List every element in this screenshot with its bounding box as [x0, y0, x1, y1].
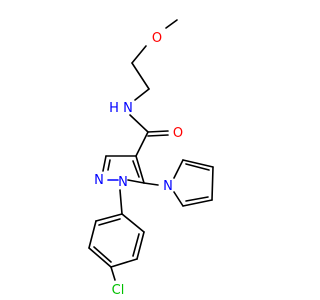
chlorine-label: Cl: [112, 283, 125, 298]
bond-ph-c4-c5: [110, 258, 138, 268]
bond-c3-n2: [102, 155, 107, 172]
bond-c5-pyrrole-n: [143, 182, 159, 186]
bond-ph-c1-c2: [95, 213, 123, 222]
bond-pyrrole-c2-c3-inner: [185, 163, 210, 171]
bond-ph-c3-c4: [88, 247, 112, 268]
bond-pyrrole-c3-c4: [211, 166, 214, 201]
atom-labels: O N H O N N N Cl: [94, 31, 183, 298]
bond-pyrrole-c4-c5: [182, 199, 213, 207]
bond-n1-c5: [127, 179, 145, 184]
amide-hydrogen-label: H: [109, 101, 119, 116]
bond-pyrrole-c4-c5-inner: [185, 196, 209, 202]
bond-ph-c5-c6: [136, 231, 145, 260]
bond-ph-c1-c2-inner: [98, 218, 121, 226]
bond-methyl-o: [165, 19, 178, 29]
bond-carbonyl-c4: [135, 131, 149, 157]
pyrazole-n2-label: N: [94, 173, 104, 188]
bond-ph-c5-c6-inner: [132, 233, 140, 257]
pyrazole-n1-label: N: [118, 175, 128, 190]
bond-o-ch2: [131, 45, 147, 64]
amide-nitrogen-label: N: [123, 101, 133, 116]
bond-ph-c2-c3: [88, 220, 97, 249]
bond-ph-c6-c1: [121, 213, 145, 233]
bond-ch2-n: [134, 88, 150, 101]
bond-carbonyl-o-2: [147, 134, 169, 137]
bond-c5-c4: [135, 155, 145, 184]
bond-ph-c3-c4-inner: [93, 246, 112, 263]
bond-c5-c4-inner: [132, 160, 140, 178]
bond-c3-n2-inner: [107, 159, 111, 171]
bond-n-carbonyl: [129, 114, 149, 133]
molecule-structure: O N H O N N N Cl: [88, 19, 214, 298]
bond-n1-phenyl: [119, 189, 123, 215]
methoxy-oxygen-label: O: [152, 31, 162, 46]
bonds: [88, 19, 214, 281]
pyrrole-nitrogen-label: N: [163, 179, 173, 194]
bond-pyrrole-n-c2: [173, 159, 184, 179]
carbonyl-oxygen-label: O: [173, 126, 183, 141]
bond-c-cl: [110, 266, 116, 281]
bond-pyrrole-c2-c3: [182, 159, 214, 168]
bond-pyrrole-c5-n: [173, 191, 184, 207]
bond-carbonyl-o-1: [147, 130, 169, 133]
bond-ch2-ch2: [131, 62, 150, 90]
